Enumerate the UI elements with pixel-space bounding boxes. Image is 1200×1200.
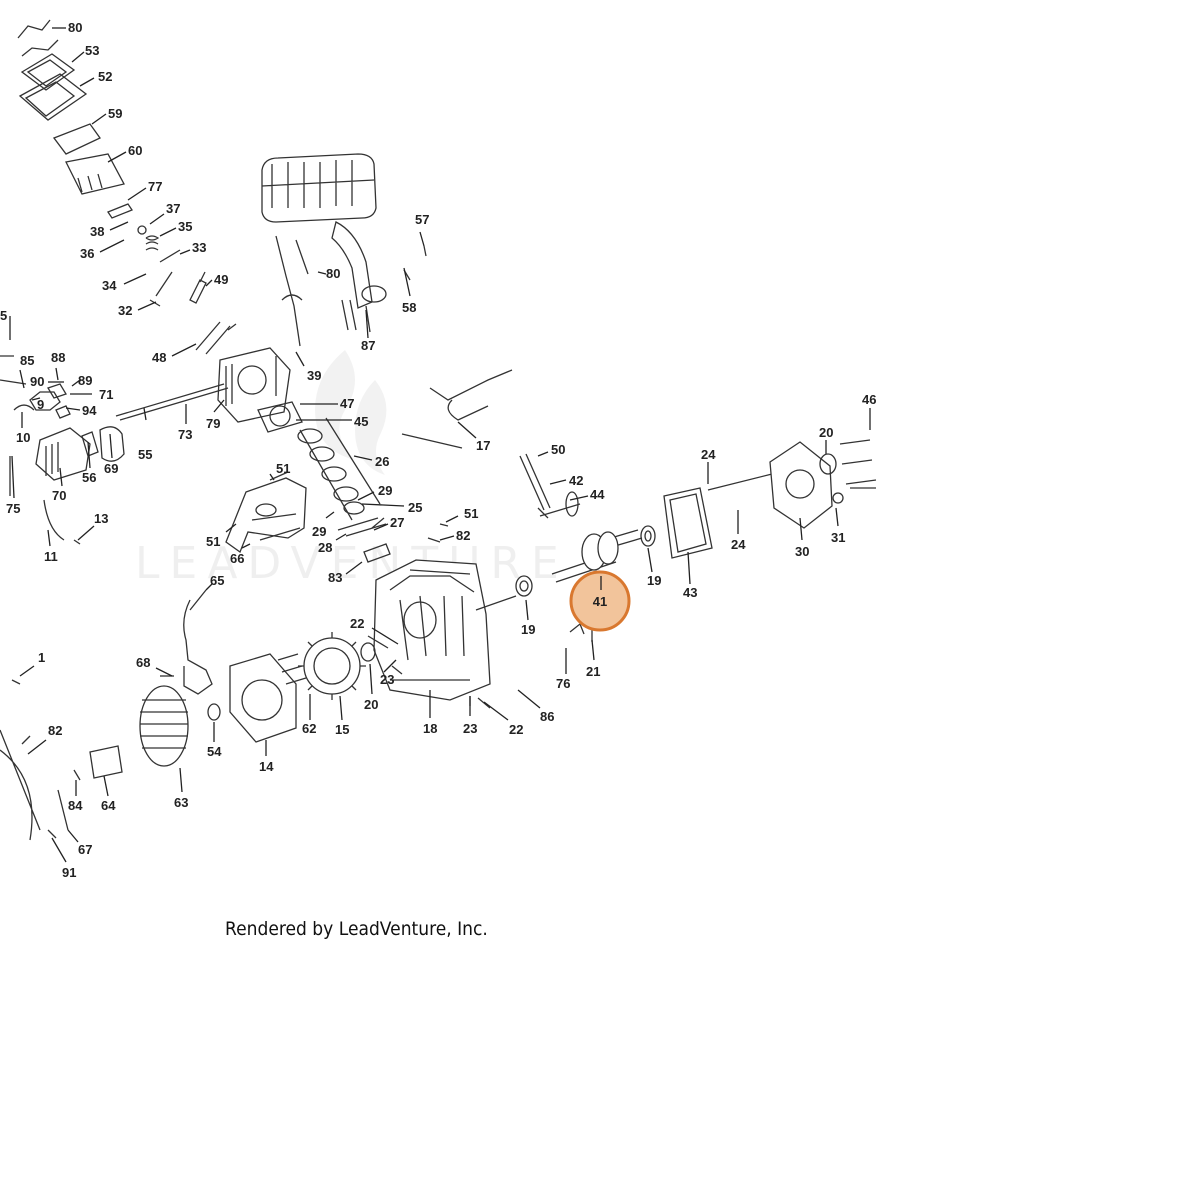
callout-76[interactable]: 76 [556, 676, 570, 691]
callout-42[interactable]: 42 [569, 473, 583, 488]
callout-28[interactable]: 28 [318, 540, 332, 555]
callout-35[interactable]: 35 [178, 219, 192, 234]
callout-94[interactable]: 94 [82, 403, 97, 418]
callout-53[interactable]: 53 [85, 43, 99, 58]
callout-63[interactable]: 63 [174, 795, 188, 810]
callout-80[interactable]: 80 [68, 20, 82, 35]
callout-34[interactable]: 34 [102, 278, 117, 293]
watermark: LEADVENTURE [135, 350, 569, 589]
callout-75[interactable]: 75 [6, 501, 20, 516]
callout-48[interactable]: 48 [152, 350, 166, 365]
callout-20[interactable]: 20 [819, 425, 833, 440]
callout-22[interactable]: 22 [350, 616, 364, 631]
callout-49[interactable]: 49 [214, 272, 228, 287]
callout-87[interactable]: 87 [361, 338, 375, 353]
callout-23[interactable]: 23 [380, 672, 394, 687]
callout-85[interactable]: 85 [20, 353, 34, 368]
callout-69[interactable]: 69 [104, 461, 118, 476]
callout-13[interactable]: 13 [94, 511, 108, 526]
callout-24[interactable]: 24 [701, 447, 716, 462]
callout-25[interactable]: 25 [408, 500, 422, 515]
callout-62[interactable]: 62 [302, 721, 316, 736]
watermark-text: LEADVENTURE [135, 538, 569, 589]
callout-82b[interactable]: 82 [48, 723, 62, 738]
callout-77[interactable]: 77 [148, 179, 162, 194]
callout-36[interactable]: 36 [80, 246, 94, 261]
callout-70[interactable]: 70 [52, 488, 66, 503]
callout-24b[interactable]: 24 [731, 537, 746, 552]
callout-86[interactable]: 86 [540, 709, 554, 724]
callout-83[interactable]: 83 [328, 570, 342, 585]
callout-84[interactable]: 84 [68, 798, 83, 813]
highlight-41[interactable]: 41 [569, 570, 631, 632]
callout-57[interactable]: 57 [415, 212, 429, 227]
callout-32[interactable]: 32 [118, 303, 132, 318]
callout-26[interactable]: 26 [375, 454, 389, 469]
callout-51c[interactable]: 51 [206, 534, 220, 549]
callout-37[interactable]: 37 [166, 201, 180, 216]
callout-51[interactable]: 51 [276, 461, 290, 476]
callout-31[interactable]: 31 [831, 530, 845, 545]
callout-71[interactable]: 71 [99, 387, 113, 402]
callout-90[interactable]: 90 [30, 374, 44, 389]
parts [0, 19, 877, 841]
callout-14[interactable]: 14 [259, 759, 274, 774]
callout-45[interactable]: 45 [354, 414, 368, 429]
callout-23b[interactable]: 23 [463, 721, 477, 736]
callout-55[interactable]: 55 [138, 447, 152, 462]
callout-44[interactable]: 44 [590, 487, 605, 502]
callout-27[interactable]: 27 [390, 515, 404, 530]
callout-89[interactable]: 89 [78, 373, 92, 388]
callout-82[interactable]: 82 [456, 528, 470, 543]
callout-22b[interactable]: 22 [509, 722, 523, 737]
highlight-circle[interactable] [569, 570, 631, 632]
callout-labels[interactable]: 80 53 52 59 60 77 38 37 35 36 33 34 49 3… [0, 20, 876, 880]
callout-79[interactable]: 79 [206, 416, 220, 431]
callout-17[interactable]: 17 [476, 438, 490, 453]
callout-15[interactable]: 15 [335, 722, 349, 737]
callout-52[interactable]: 52 [98, 69, 112, 84]
render-credit: Rendered by LeadVenture, Inc. [225, 918, 488, 940]
callout-56[interactable]: 56 [82, 470, 96, 485]
callout-11[interactable]: 11 [44, 549, 58, 564]
callout-30[interactable]: 30 [795, 544, 809, 559]
callout-33[interactable]: 33 [192, 240, 206, 255]
callout-59[interactable]: 59 [108, 106, 122, 121]
callout-43[interactable]: 43 [683, 585, 697, 600]
callout-38[interactable]: 38 [90, 224, 104, 239]
callout-73[interactable]: 73 [178, 427, 192, 442]
callout-29[interactable]: 29 [378, 483, 392, 498]
callout-91[interactable]: 91 [62, 865, 76, 880]
callout-50[interactable]: 50 [551, 442, 565, 457]
callout-21[interactable]: 21 [586, 664, 600, 679]
highlight-label[interactable]: 41 [593, 594, 607, 609]
callout-80b[interactable]: 80 [326, 266, 340, 281]
callout-60[interactable]: 60 [128, 143, 142, 158]
leaders [9, 27, 871, 863]
callout-19[interactable]: 19 [647, 573, 661, 588]
callout-65[interactable]: 65 [210, 573, 224, 588]
callout-1[interactable]: 1 [38, 650, 45, 665]
callout-20b[interactable]: 20 [364, 697, 378, 712]
callout-88[interactable]: 88 [51, 350, 65, 365]
callout-9[interactable]: 9 [37, 397, 44, 412]
callout-19b[interactable]: 19 [521, 622, 535, 637]
callout-51b[interactable]: 51 [464, 506, 478, 521]
callout-54[interactable]: 54 [207, 744, 222, 759]
callout-58[interactable]: 58 [402, 300, 416, 315]
callout-47[interactable]: 47 [340, 396, 354, 411]
callout-10[interactable]: 10 [16, 430, 30, 445]
callout-29b[interactable]: 29 [312, 524, 326, 539]
callout-18[interactable]: 18 [423, 721, 437, 736]
callout-67[interactable]: 67 [78, 842, 92, 857]
callout-39[interactable]: 39 [307, 368, 321, 383]
callout-64[interactable]: 64 [101, 798, 116, 813]
callout-5[interactable]: 5 [0, 308, 7, 323]
callout-68[interactable]: 68 [136, 655, 150, 670]
callout-66[interactable]: 66 [230, 551, 244, 566]
callout-46[interactable]: 46 [862, 392, 876, 407]
